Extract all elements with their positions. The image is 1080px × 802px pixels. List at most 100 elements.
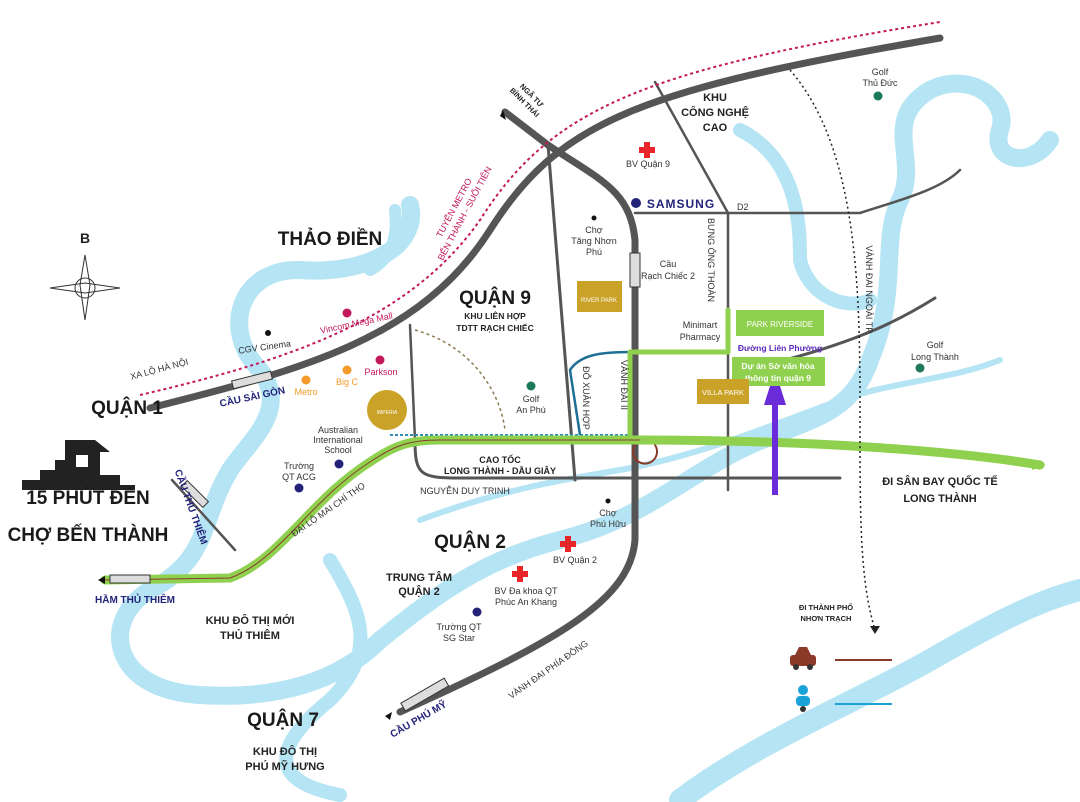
poi-markers xyxy=(98,69,1046,720)
poi-label: Long Thành xyxy=(911,352,959,362)
road-label: VÀNH ĐAI PHÍA ĐÔNG xyxy=(506,638,590,701)
area-label: TDTT RẠCH CHIẾC xyxy=(456,323,533,333)
poi-label: Pharmacy xyxy=(680,332,721,342)
river-south xyxy=(669,579,1080,802)
arrow-head-icon xyxy=(385,712,392,720)
area-label: CAO xyxy=(703,122,728,134)
road-west-q9 xyxy=(408,323,417,442)
svg-text:IMPERIA: IMPERIA xyxy=(377,410,398,416)
area-label: QUẬN 2 xyxy=(398,585,440,598)
district-quan-1: QUẬN 1 xyxy=(91,397,163,419)
poi-label: SG Star xyxy=(443,633,475,643)
north-label: B xyxy=(80,230,90,246)
scooter-icon xyxy=(796,685,810,712)
district-thao-dien: THẢO ĐIỀN xyxy=(278,228,383,250)
poi-label: BV Đa khoa QT xyxy=(494,586,558,596)
direction-label: ĐI THÀNH PHỐ xyxy=(799,602,853,612)
samsung-marker xyxy=(631,198,641,208)
road-vanh-dai-phia-dong xyxy=(396,436,639,716)
road-label: Đường Liên Phường xyxy=(738,343,822,353)
project-imperia[interactable]: IMPERIA xyxy=(367,390,407,430)
green-route xyxy=(100,307,1045,585)
road-label: VÀNH ĐAI II xyxy=(619,360,629,410)
svg-text:PARK RIVERSIDE: PARK RIVERSIDE xyxy=(747,320,814,329)
poi-label: Phú Hữu xyxy=(590,519,626,529)
poi-label: Trường QT xyxy=(436,622,482,632)
metro-marker xyxy=(301,375,311,385)
poi-label: Minimart xyxy=(683,320,718,330)
project-river-park[interactable]: RIVER PARK xyxy=(577,281,622,312)
poi-label: Golf xyxy=(927,340,944,350)
road-vd-ngoai-east xyxy=(783,296,937,362)
poi-label: Chợ xyxy=(585,225,603,235)
metro-line xyxy=(139,21,941,396)
samsung-logo: SAMSUNG xyxy=(647,197,715,211)
road-d2 xyxy=(633,168,962,215)
poi-label: An Phú xyxy=(516,405,546,415)
river-southwest xyxy=(279,553,368,802)
parkson-marker xyxy=(375,355,385,365)
poi-label: Thủ Đức xyxy=(862,78,898,88)
bridge-ham-thu-thiem xyxy=(109,574,151,584)
poi-label: Phúc An Khang xyxy=(495,597,557,607)
river-north xyxy=(364,204,402,276)
arrow-head-icon xyxy=(500,110,506,120)
poi-label: Phú xyxy=(586,247,602,257)
area-label: CÔNG NGHỆ xyxy=(681,106,749,119)
project-park-riverside[interactable]: PARK RIVERSIDE xyxy=(736,310,824,336)
poi-label: Golf xyxy=(872,67,889,77)
cgv-marker xyxy=(265,330,271,336)
cho-tnp-marker xyxy=(591,215,597,221)
promo-line-2: CHỢ BẾN THÀNH xyxy=(8,524,169,546)
bridge-cau-thu-thiem xyxy=(180,479,210,509)
road-to-metro-south xyxy=(546,143,577,482)
bridges xyxy=(109,252,641,712)
poi-label: International xyxy=(313,435,363,445)
scooter-route-2 xyxy=(568,350,631,436)
poi-label: Big C xyxy=(336,377,359,387)
cho-phu-huu-marker xyxy=(605,498,611,504)
bridge-cau-phu-my xyxy=(400,677,450,712)
bridge-rach-chiec-2 xyxy=(629,252,641,288)
road-label: NGUYỄN DUY TRINH xyxy=(420,485,510,496)
area-label: KHU LIÊN HỢP xyxy=(464,310,526,321)
legend xyxy=(790,647,892,712)
road-label: BƯNG ÔNG THOÀN xyxy=(706,218,716,302)
road-label: XA LỘ HÀ NỘI xyxy=(129,357,189,382)
project-arrow xyxy=(764,370,786,495)
svg-text:Dự án Sở văn hóa: Dự án Sở văn hóa xyxy=(741,361,814,371)
road-label: LONG THÀNH - DẦU GIÂY xyxy=(444,465,556,476)
area-label: TRUNG TÂM xyxy=(386,571,452,584)
nhon-trach-route xyxy=(789,69,876,631)
svg-text:thông tin quận 9: thông tin quận 9 xyxy=(745,373,811,383)
bigc-marker xyxy=(342,365,352,375)
project-villa-park[interactable]: VILLA PARK xyxy=(697,379,749,404)
direction-label: NHƠN TRẠCH xyxy=(801,614,852,623)
road-label: CAO TỐC xyxy=(479,454,521,465)
svg-text:RIVER PARK: RIVER PARK xyxy=(581,298,617,304)
bridge-label: Rạch Chiếc 2 xyxy=(641,271,695,281)
road-cao-toc xyxy=(413,438,842,480)
poi-label: Trường xyxy=(284,461,314,471)
svg-text:VILLA PARK: VILLA PARK xyxy=(702,388,744,397)
river-east xyxy=(733,123,877,311)
sgstar-marker xyxy=(472,607,482,617)
car-icon xyxy=(790,647,816,670)
ais-marker xyxy=(334,459,344,469)
direction-label: ĐI SÂN BAY QUỐC TẾ xyxy=(882,474,998,488)
poi-label: Australian xyxy=(318,425,358,435)
area-label: KHU ĐÔ THỊ xyxy=(253,745,317,758)
poi-label: Golf xyxy=(523,394,540,404)
district-quan-2: QUẬN 2 xyxy=(434,531,506,553)
road-ring xyxy=(632,444,658,465)
poi-label: QT ACG xyxy=(282,472,316,482)
arrow-head-icon xyxy=(1032,460,1046,470)
hospital-q9-icon xyxy=(639,142,655,158)
promo-line-1: 15 PHÚT ĐẾN xyxy=(26,487,150,509)
district-quan-7: QUẬN 7 xyxy=(247,709,319,731)
hospital-pak-icon xyxy=(512,566,528,582)
road-label: D2 xyxy=(737,202,749,212)
poi-label: School xyxy=(324,445,352,455)
poi-label: BV Quận 2 xyxy=(553,555,597,565)
area-label: KHU xyxy=(703,92,727,104)
